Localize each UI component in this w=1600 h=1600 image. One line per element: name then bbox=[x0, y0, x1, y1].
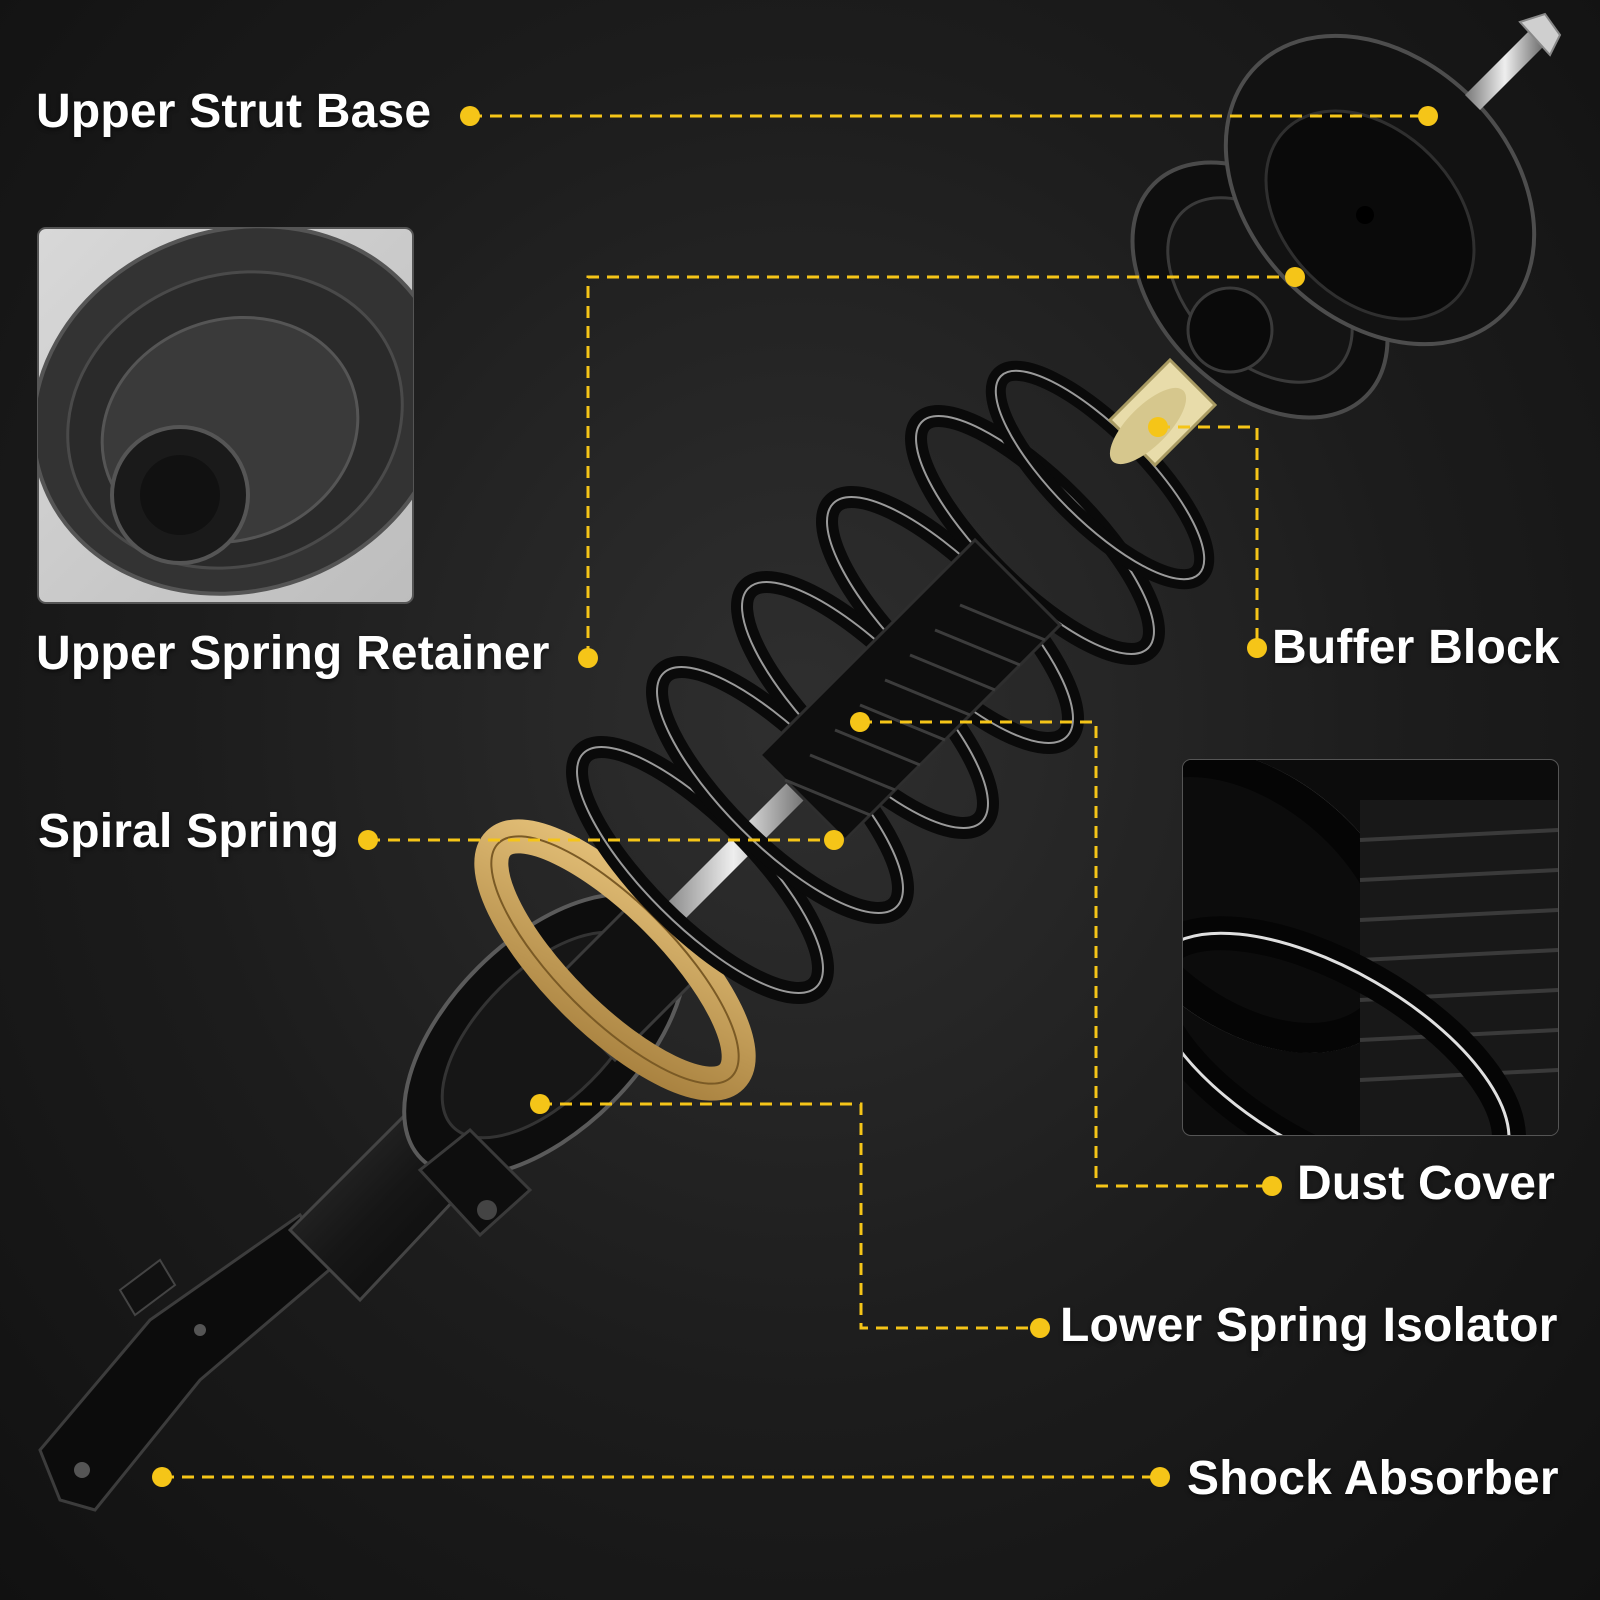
leader-dust-cover bbox=[860, 720, 1272, 1188]
label-upper-spring-retainer: Upper Spring Retainer bbox=[36, 627, 550, 680]
dust-cover-part bbox=[757, 537, 1063, 843]
label-buffer-block: Buffer Block bbox=[1272, 621, 1560, 674]
retainer-closeup-inset bbox=[37, 227, 414, 604]
leader-upper-spring-retainer bbox=[586, 275, 1295, 658]
buffer-block-part bbox=[1107, 357, 1218, 468]
callout-dots bbox=[152, 106, 1438, 1487]
upper-strut-base-part bbox=[1223, 12, 1562, 347]
callout-leaders bbox=[162, 114, 1428, 1479]
label-upper-strut-base: Upper Strut Base bbox=[36, 85, 432, 138]
leader-buffer-block bbox=[1158, 425, 1259, 648]
leader-lower-spring-isolator bbox=[540, 1102, 1040, 1330]
shock-absorber-part bbox=[38, 775, 812, 1512]
label-shock-absorber: Shock Absorber bbox=[1187, 1452, 1559, 1505]
dust-cover-closeup-inset bbox=[1182, 759, 1559, 1136]
label-lower-spring-isolator: Lower Spring Isolator bbox=[1060, 1299, 1558, 1352]
label-spiral-spring: Spiral Spring bbox=[38, 805, 340, 858]
label-dust-cover: Dust Cover bbox=[1297, 1157, 1556, 1210]
